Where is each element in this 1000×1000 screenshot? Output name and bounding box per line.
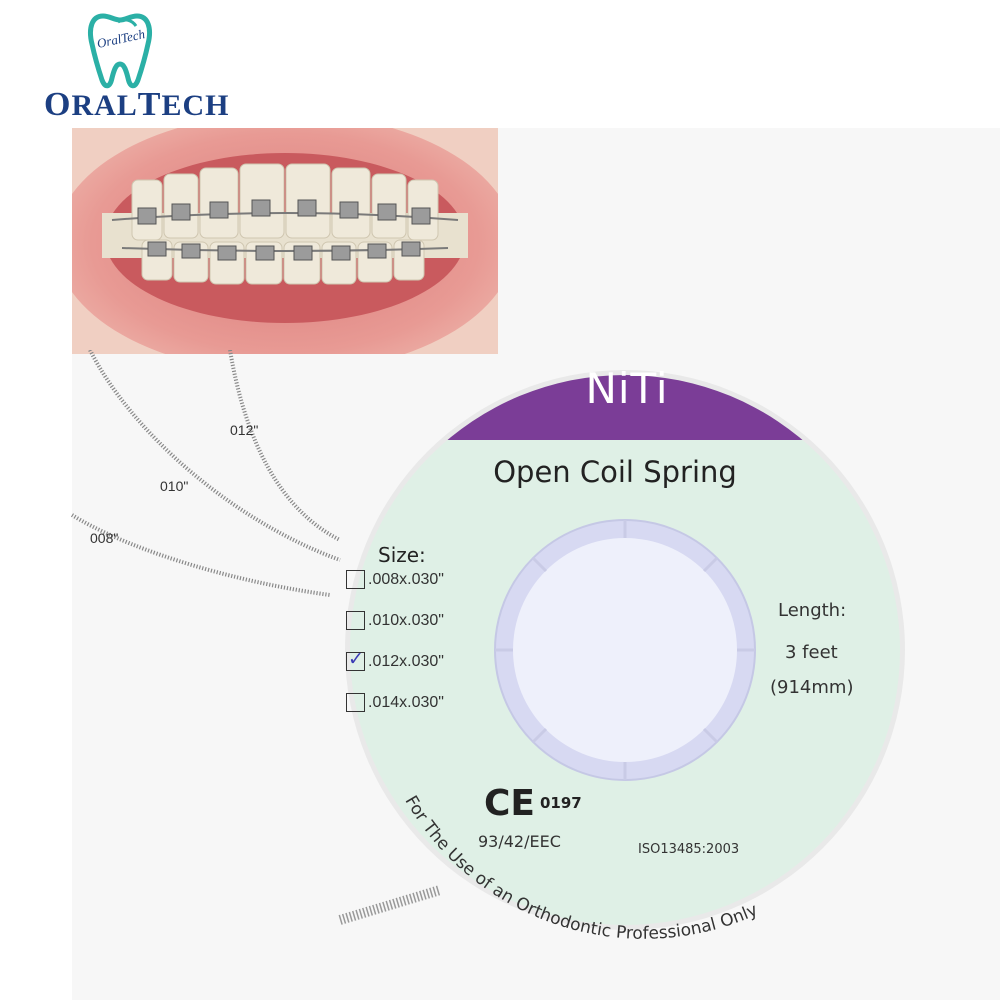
size-option-selected: ✓ .012x.030": [346, 649, 444, 671]
size-checkbox: [346, 570, 365, 589]
spool-title: NiTi: [585, 364, 669, 413]
size-checkbox-checked: ✓: [346, 649, 365, 671]
size-option: .014x.030": [346, 693, 444, 712]
product-name: Open Coil Spring: [493, 455, 737, 489]
size-option-label: .008x.030": [368, 570, 444, 588]
logo-script-text: OralTech: [96, 26, 147, 51]
coil-springs: [70, 350, 341, 597]
size-option-label: .010x.030": [368, 611, 444, 629]
size-heading: Size:: [378, 543, 426, 567]
oraltech-logo: OralTech: [87, 13, 153, 89]
logo-wordmark: ORALTECH: [44, 86, 230, 123]
ce-number: 0197: [540, 794, 582, 812]
braces-photo: [72, 128, 498, 354]
size-option: .008x.030": [346, 570, 444, 589]
size-checkbox: [346, 693, 365, 712]
iso-standard: ISO13485:2003: [638, 842, 740, 857]
length-value: 3 feet: [785, 642, 838, 663]
size-checkbox: [346, 611, 365, 630]
coil-label-010: 010": [160, 478, 189, 494]
length-mm: (914mm): [770, 677, 854, 698]
directive-code: 93/42/EEC: [478, 832, 561, 851]
spool-disc: For The Use of an Orthodontic Profession…: [338, 370, 905, 944]
length-heading: Length:: [778, 600, 847, 621]
checkmark-icon: ✓: [348, 649, 364, 670]
size-option-label: .012x.030": [368, 652, 444, 670]
size-option: .010x.030": [346, 611, 444, 630]
coil-label-008: 008": [90, 530, 119, 546]
ce-mark: CE: [484, 783, 536, 824]
coil-label-012: 012": [230, 422, 259, 438]
size-option-label: .014x.030": [368, 693, 444, 711]
